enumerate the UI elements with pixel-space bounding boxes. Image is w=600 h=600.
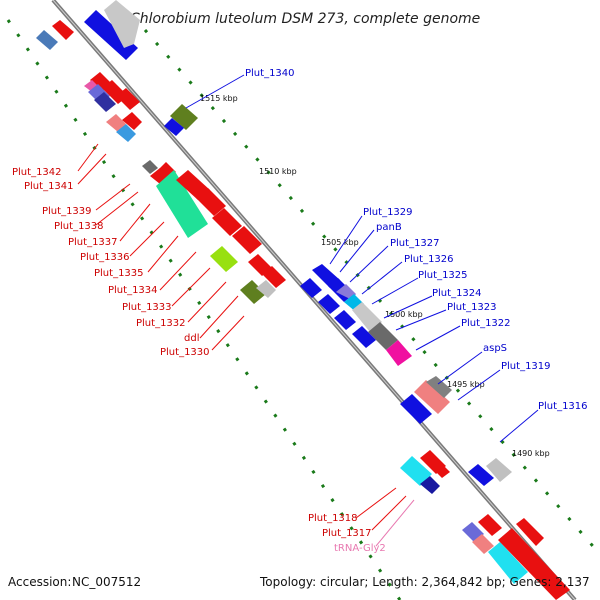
kbp-labels: 1515 kbp 1510 kbp 1505 kbp 1500 kbp 1495… [200,94,550,458]
gene-block[interactable] [300,278,322,298]
gene-block[interactable] [212,208,242,236]
gene-label[interactable]: Plut_1318 [308,513,358,524]
gene-label[interactable]: Plut_1330 [160,347,210,358]
gene-block[interactable] [196,188,226,216]
gene-block[interactable] [368,322,398,350]
gene-block[interactable] [36,30,58,50]
gene-block[interactable] [400,394,432,424]
kbp-label: 1490 kbp [512,449,550,458]
gene-block[interactable] [248,254,272,276]
gene-block[interactable] [434,464,450,478]
gene-block[interactable] [164,118,184,136]
gene-block[interactable] [420,476,440,494]
gene-block[interactable] [352,326,376,348]
blue-leader-lines [185,74,539,443]
forward-strand-genes [36,20,570,600]
gene-block[interactable] [426,376,452,398]
gene-label[interactable]: Plut_1332 [136,318,186,329]
gene-block[interactable] [472,534,494,554]
gene-block[interactable] [468,464,494,486]
gene-block[interactable] [240,280,266,304]
gene-block[interactable] [122,112,142,130]
gene-label[interactable]: Plut_1336 [80,252,130,263]
gene-block[interactable] [478,514,502,536]
kbp-label: 1515 kbp [200,94,238,103]
gene-label[interactable]: Plut_1325 [418,270,468,281]
gene-block[interactable] [116,88,140,110]
gene-block[interactable] [256,280,276,298]
topology-info: Topology: circular; Length: 2,364,842 bp… [259,575,590,589]
accession-label: Accession: [8,575,71,589]
gene-label[interactable]: Plut_1327 [390,238,440,249]
reverse-strand-genes [84,0,512,486]
gene-label[interactable]: Plut_1340 [245,68,295,79]
gene-block[interactable] [106,114,126,132]
gene-label[interactable]: Plut_1319 [501,361,551,372]
gene-label[interactable]: Plut_1322 [461,318,511,329]
gene-block[interactable] [116,124,136,142]
gene-block[interactable] [142,160,158,174]
pink-leader-line [375,499,415,547]
kbp-label: 1510 kbp [259,167,297,176]
gene-label[interactable]: Plut_1317 [322,528,372,539]
gene-label[interactable]: ddl [184,333,199,344]
gene-block[interactable] [318,294,340,314]
gene-block[interactable] [486,458,512,482]
gene-block[interactable] [334,310,356,330]
map-title: Chlorobium luteolum DSM 273, complete ge… [130,11,480,27]
gene-label[interactable]: Plut_1337 [68,237,118,248]
gene-block[interactable] [232,226,262,254]
accession-value: NC_007512 [72,575,141,589]
gene-block[interactable] [516,518,544,546]
gene-block[interactable] [52,20,74,40]
gene-block[interactable] [170,104,198,130]
gene-label[interactable]: Plut_1334 [108,285,158,296]
gene-label[interactable]: tRNA-Gly2 [334,543,386,554]
gene-label[interactable]: Plut_1335 [94,268,144,279]
gene-block[interactable] [210,246,238,272]
red-gene-labels: Plut_1342 Plut_1341 Plut_1339 Plut_1338 … [12,167,372,539]
tick-ladder-outer [143,29,600,553]
gene-block[interactable] [414,380,450,414]
gene-block[interactable] [156,170,208,238]
gene-block[interactable] [352,302,382,332]
gene-block[interactable] [400,456,432,486]
gene-block[interactable] [336,284,356,300]
gene-label[interactable]: Plut_1316 [538,401,588,412]
gene-block[interactable] [386,340,412,366]
kbp-label: 1495 kbp [447,380,485,389]
gene-label[interactable]: aspS [483,343,507,354]
kbp-label: 1500 kbp [385,310,423,319]
blue-gene-labels: Plut_1340 Plut_1329 panB Plut_1327 Plut_… [245,68,588,412]
gene-label[interactable]: Plut_1341 [24,181,74,192]
gene-label[interactable]: Plut_1339 [42,206,92,217]
gene-label[interactable]: Plut_1338 [54,221,104,232]
genome-backbone [51,0,577,600]
gene-label[interactable]: Plut_1323 [447,302,497,313]
gene-label[interactable]: Plut_1329 [363,207,413,218]
gene-block[interactable] [262,266,286,288]
gene-label[interactable]: Plut_1324 [432,288,482,299]
red-leader-lines [77,143,407,531]
gene-block[interactable] [104,0,140,48]
gene-block[interactable] [498,528,570,600]
gene-label[interactable]: Plut_1333 [122,302,172,313]
gene-label[interactable]: panB [376,222,402,233]
kbp-label: 1505 kbp [321,238,359,247]
gene-block[interactable] [488,542,528,584]
gene-label[interactable]: Plut_1326 [404,254,454,265]
gene-block[interactable] [176,170,210,200]
gene-label[interactable]: Plut_1342 [12,167,62,178]
gene-block[interactable] [94,92,116,112]
